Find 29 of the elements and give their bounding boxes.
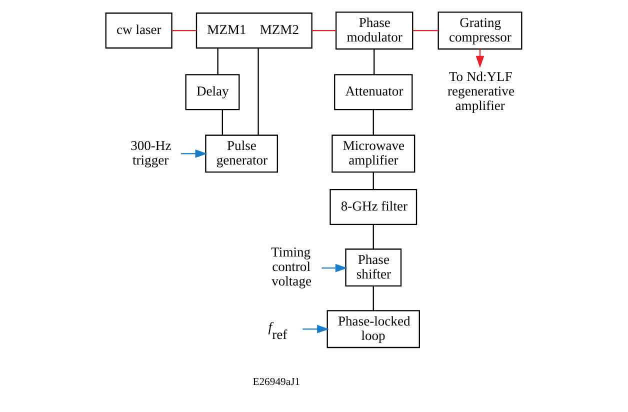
connector: [216, 48, 218, 74]
label: E26949aJ1: [252, 377, 300, 388]
node-box: Phase-locked loop: [326, 310, 420, 348]
arrow: [302, 324, 329, 334]
node-box: Grating compressor: [437, 12, 522, 50]
node-box: Delay: [184, 74, 240, 110]
node-text: 300-Hz trigger: [130, 138, 171, 168]
connector: [412, 30, 438, 32]
node-text: To Nd:YLF regenerative amplifier: [447, 69, 514, 114]
node-box: Microwave amplifier: [331, 134, 415, 173]
connector: [257, 48, 258, 135]
connector: [373, 49, 374, 74]
arrow: [180, 149, 207, 158]
node-box: Phase shifter: [344, 248, 402, 287]
connector: [171, 30, 196, 32]
connector: [312, 30, 336, 32]
connector: [372, 110, 374, 136]
node-box: MZM1 MZM2: [195, 12, 312, 49]
node-box: 8-GHz filter: [329, 188, 417, 225]
node-box: Pulse generator: [204, 134, 278, 173]
arrow: [321, 264, 347, 272]
connector: [372, 224, 374, 249]
connector: [221, 110, 222, 136]
node-box: cw laser: [104, 12, 172, 49]
node-box: Attenuator: [334, 74, 412, 110]
node-box: Phase modulator: [334, 12, 413, 50]
connector: [372, 172, 374, 190]
connector: [372, 286, 374, 311]
node-text: Timing control voltage: [270, 244, 311, 289]
